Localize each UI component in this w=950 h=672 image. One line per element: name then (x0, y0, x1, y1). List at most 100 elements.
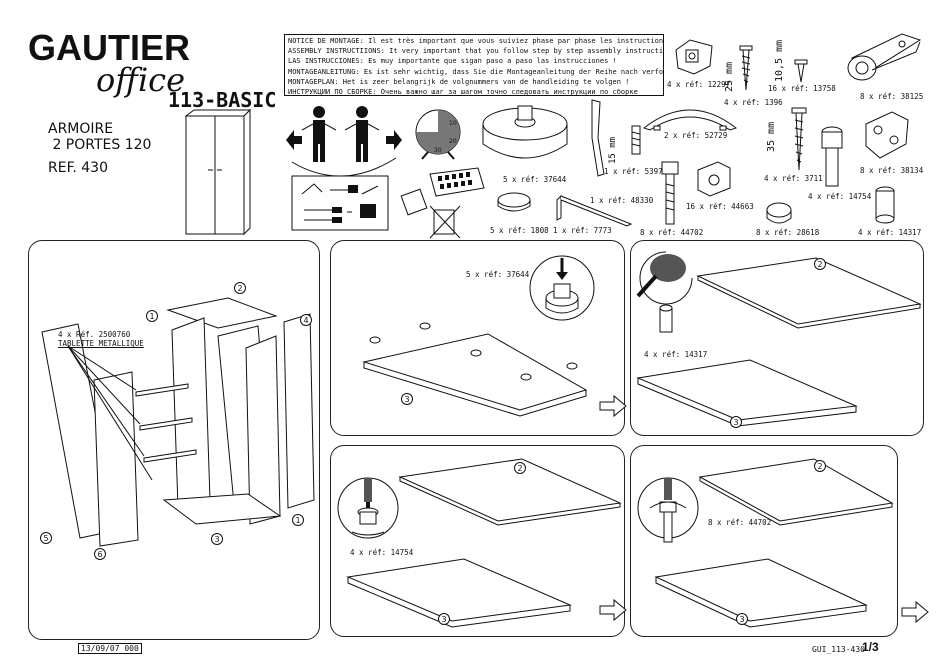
step-1-next-arrow (599, 394, 627, 418)
part-label-48330: 1 x réf: 48330 (590, 196, 654, 205)
step-3-panels-drawing (346, 458, 622, 628)
callout-6: 6 (94, 548, 106, 560)
product-reference: REF. 430 (48, 160, 108, 176)
step-3-callout-2: 2 (514, 462, 526, 474)
notice-line-fr: NOTICE DE MONTAGE: Il est très important… (288, 37, 664, 45)
notice-line-nl: MONTAGEPLAN: Het is zeer belangrijk de v… (288, 77, 630, 86)
part-size-5397: 15 mm (608, 136, 618, 164)
product-title: ARMOIRE 2 PORTES 120 (48, 121, 151, 153)
part-44702-bolt (661, 161, 679, 225)
step-2-panel (630, 240, 924, 436)
step-4-callout-2: 2 (814, 460, 826, 472)
product-line-1: ARMOIRE (48, 121, 114, 137)
shelf-material-note: TABLETTE METALLIQUE (58, 339, 144, 348)
part-label-37644: 5 x réf: 37644 (503, 175, 567, 184)
assembly-time-clock: 10 20 30 (414, 108, 462, 160)
part-44663-drawing (697, 161, 731, 197)
footer-date: 13/09/07 000 (78, 643, 142, 654)
part-label-14754: 4 x réf: 14754 (808, 192, 872, 201)
part-38134-plate (865, 111, 909, 159)
brand-sub-logo: office (96, 61, 186, 99)
footer-date-code: 000 (124, 644, 139, 653)
step-3-panel (330, 445, 625, 637)
callout-4: 4 (300, 314, 312, 326)
step-4-callout-3: 3 (736, 613, 748, 625)
callout-2: 2 (234, 282, 246, 294)
step-2-callout-3: 3 (730, 416, 742, 428)
footer-date-value: 13/09/07 (81, 644, 120, 653)
part-1808-drawing (497, 192, 531, 212)
clock-face (415, 109, 461, 160)
step-1-panel (330, 240, 625, 436)
part-label-44663: 16 x réf: 44663 (686, 202, 754, 211)
part-3711-screw (791, 107, 807, 171)
step-3-ref: 4 x réf: 14754 (350, 548, 414, 557)
brand-logo: GAUTIER (28, 27, 190, 68)
step-3-screwdriver-detail (337, 477, 399, 539)
exploded-view-drawing (41, 297, 315, 547)
step-4-ref: 8 x réf: 44702 (708, 518, 772, 527)
part-label-14317: 4 x réf: 14317 (858, 228, 922, 237)
part-label-7773: 1 x réf: 7773 (553, 226, 612, 235)
part-label-44702: 8 x réf: 44702 (640, 228, 704, 237)
assembly-notice: NOTICE DE MONTAGE: Il est très important… (284, 34, 664, 96)
part-label-38134: 8 x réf: 38134 (860, 166, 924, 175)
step-2-callout-2: 2 (814, 258, 826, 270)
step-3-next-arrow (599, 598, 627, 622)
part-label-1808: 5 x réf: 1808 (490, 226, 549, 235)
packaging-recycle-icon (400, 167, 485, 239)
notice-line-de: MONTAGEANLEITUNG: Es ist sehr wichtig, d… (288, 67, 664, 76)
step-4-panel (630, 445, 898, 637)
step-1-panel-drawing (362, 322, 588, 417)
part-label-28618: 8 x réf: 28618 (756, 228, 820, 237)
part-14754-dowel (821, 126, 843, 187)
clock-mark-10: 10 (449, 120, 457, 127)
callout-5: 5 (40, 532, 52, 544)
callout-1-bottom: 1 (292, 514, 304, 526)
part-size-1396: 25 mm (724, 61, 735, 92)
part-13758-screw (794, 59, 808, 83)
notice-line-ru: ИНСТРУКЦИИ ПО СБОРКЕ: Очень важно шаг за… (288, 88, 638, 96)
part-5397-drawing (631, 125, 641, 155)
product-line-2: 2 PORTES 120 (52, 137, 152, 153)
footer-doc-ref: GUI_113-430 (812, 645, 865, 654)
part-label-52729: 2 x réf: 52729 (664, 131, 728, 140)
step-3-callout-3: 3 (438, 613, 450, 625)
footer-page-number: 1/3 (862, 640, 879, 654)
part-28618-cam (766, 202, 792, 224)
part-12297-drawing (675, 39, 713, 75)
cabinet-thumbnail (184, 108, 252, 236)
part-label-1396: 4 x réf: 1396 (724, 98, 783, 107)
part-label-3711: 4 x réf: 3711 (764, 174, 823, 183)
model-name: 113-BASIC (168, 88, 277, 112)
part-48330-drawing (591, 99, 605, 177)
notice-line-en: ASSEMBLY INSTRUCTIIONS: It very importan… (288, 47, 664, 56)
part-label-12297: 4 x réf: 12297 (667, 80, 731, 89)
clock-mark-30: 30 (434, 147, 442, 154)
part-7773-allen-key (556, 194, 633, 227)
step-4-screwdriver-detail (637, 477, 699, 543)
clock-mark-20: 20 (449, 138, 457, 145)
callout-3: 3 (211, 533, 223, 545)
part-52729-handle (642, 109, 738, 131)
callout-1: 1 (146, 310, 158, 322)
part-label-5397: 1 x réf: 5397 (604, 167, 663, 176)
part-label-13758: 16 x réf: 13758 (768, 84, 836, 93)
tools-icon (291, 175, 389, 231)
step-1-ref: 5 x réf: 37644 (466, 270, 530, 279)
part-38125-hinge (847, 33, 922, 81)
step-4-panels-drawing (654, 458, 894, 628)
part-1396-screw (739, 45, 753, 91)
part-size-13758: 10,5 mm (774, 39, 785, 82)
part-14317-foot (875, 186, 895, 224)
step-4-next-arrow (901, 600, 929, 624)
two-people-icon (286, 106, 402, 177)
part-37644-drawing (482, 105, 568, 159)
notice-line-es: LAS INSTRUCCIONES: Es muy importante que… (288, 57, 617, 66)
part-size-3711: 35 mm (766, 121, 777, 152)
step-1-detail-circle (529, 255, 595, 321)
part-label-38125: 8 x réf: 38125 (860, 92, 924, 101)
step-2-hammer-detail (636, 251, 693, 333)
step-2-ref: 4 x réf: 14317 (644, 350, 708, 359)
exploded-view-panel (28, 240, 320, 640)
